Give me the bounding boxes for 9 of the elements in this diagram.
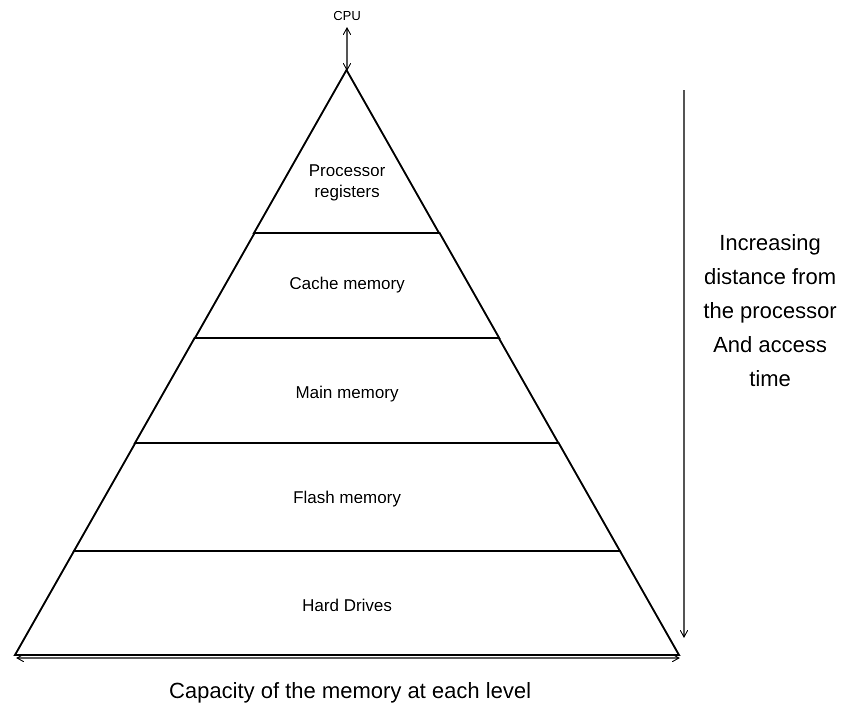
arrow	[342, 27, 352, 71]
axis-caption: Increasing distance from the processor And access time	[702, 229, 838, 394]
level-label: Main memory	[296, 382, 398, 404]
cpu-label: CPU	[320, 8, 374, 26]
level-label: Processor registers	[308, 160, 386, 202]
level-label: Flash memory	[293, 487, 401, 508]
level-label: Cache memory	[289, 273, 405, 294]
axis-caption: Capacity of the memory at each level	[169, 677, 531, 705]
level-label: Hard Drives	[302, 595, 392, 616]
